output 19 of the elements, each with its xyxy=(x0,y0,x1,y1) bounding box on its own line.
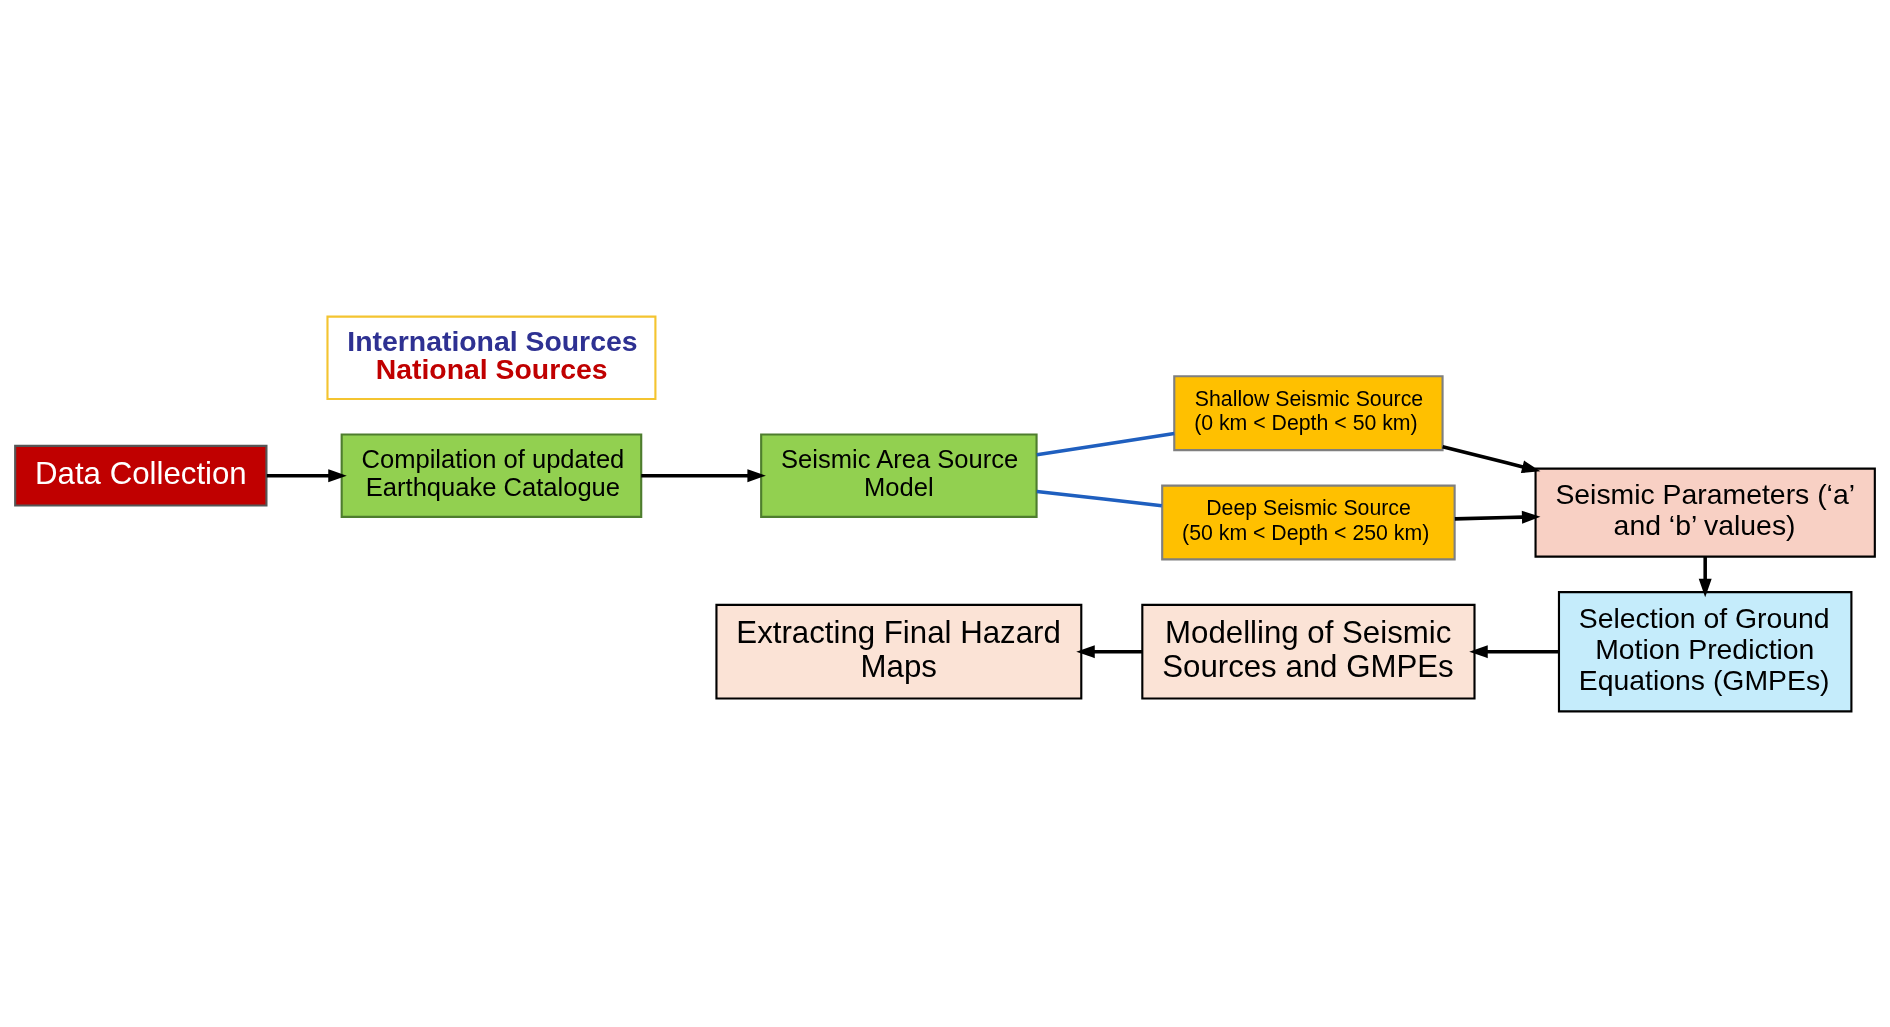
arrow xyxy=(1454,510,1541,524)
node-box: Seismic Parameters (‘a’ and ‘b’ values) xyxy=(1534,467,1876,558)
connector xyxy=(1036,489,1162,508)
arrow xyxy=(1469,644,1559,658)
arrow xyxy=(266,468,347,482)
node-box: Deep Seismic Source (50 km < Depth < 250 km) xyxy=(1161,484,1456,560)
node-box: Extracting Final Hazard Maps xyxy=(715,603,1083,700)
arrow xyxy=(1698,556,1712,597)
arrow xyxy=(1076,644,1143,658)
connector xyxy=(1036,431,1175,456)
node-box: International Sources National Sources xyxy=(326,315,657,400)
node-box: Data Collection xyxy=(14,444,268,507)
arrow xyxy=(641,468,766,482)
node-box: Seismic Area Source Model xyxy=(760,432,1038,518)
node-box: Compilation of updated Earthquake Catalogue xyxy=(340,432,643,518)
node-box: Shallow Seismic Source (0 km < Depth < 50 km) xyxy=(1173,374,1444,451)
node-box: Selection of Ground Motion Prediction Equations (GMPEs) xyxy=(1557,590,1853,712)
node-box: Modelling of Seismic Sources and GMPEs xyxy=(1141,603,1476,700)
arrow xyxy=(1442,444,1541,473)
